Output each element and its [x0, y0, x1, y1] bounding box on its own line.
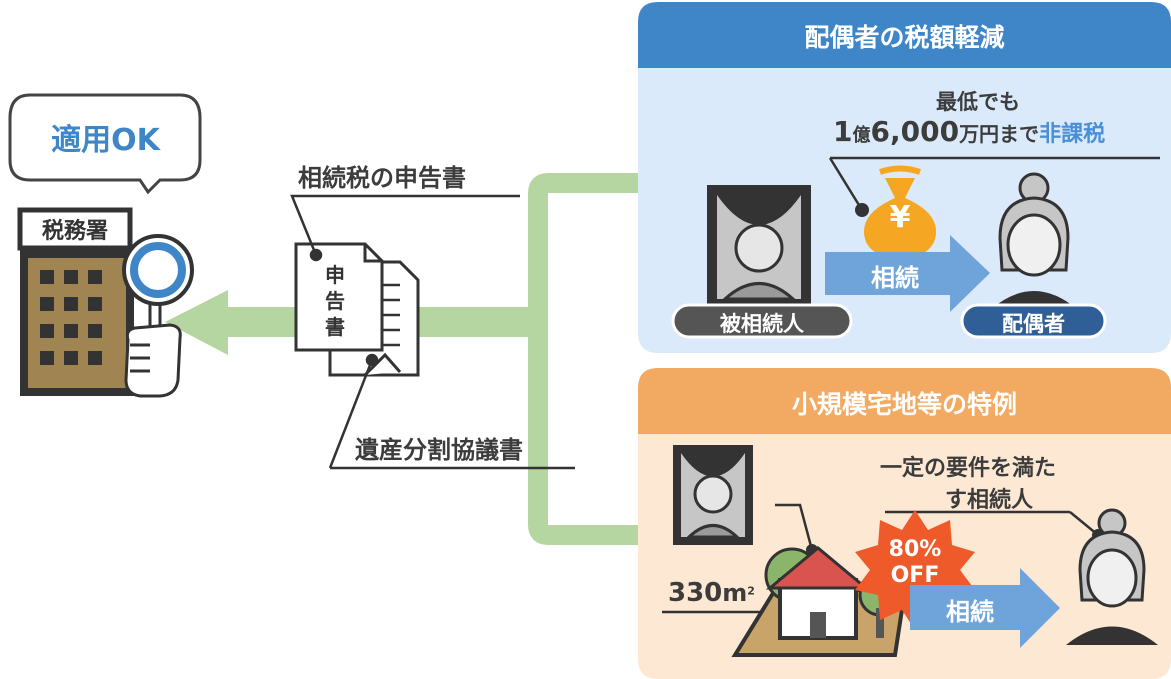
- area-label: 330m2: [668, 578, 755, 608]
- discount-percent: 80%: [888, 537, 942, 562]
- inheritance-arrow-top-label: 相続: [871, 264, 919, 292]
- spouse-label: 配偶者: [1002, 312, 1065, 336]
- speech-bubble-text: 適用OK: [51, 123, 160, 158]
- green-connector: [165, 173, 640, 545]
- spouse-min-label: 最低でも: [936, 90, 1020, 114]
- money-bag-icon: [863, 165, 937, 258]
- land-panel-title: 小規模宅地等の特例: [791, 390, 1017, 419]
- division-agreement-label: 遺産分割協議書: [355, 436, 523, 464]
- amount-prefix: 1: [833, 115, 853, 148]
- amount-number: 6,000: [870, 115, 960, 148]
- heir-line1: 一定の要件を満た: [880, 456, 1057, 481]
- amount-highlight: 非課税: [1039, 122, 1106, 147]
- amount-oku: 億: [852, 125, 871, 146]
- heir-figure-icon: [1066, 508, 1158, 645]
- tax-return-label: 相続税の申告書: [298, 164, 466, 192]
- spouse-amount: 1億6,000万円まで非課税: [833, 115, 1105, 148]
- ok-paddle-icon: [122, 234, 194, 398]
- area-unit: m: [722, 579, 748, 607]
- label-pills: [671, 303, 1107, 339]
- discount-badge-text: 80% OFF: [872, 537, 958, 589]
- area-value: 330: [668, 578, 723, 608]
- spouse-panel-title: 配偶者の税額軽減: [804, 23, 1005, 52]
- amount-suffix: 万円まで: [959, 122, 1040, 146]
- deceased-portrait-small: [673, 445, 753, 545]
- tax-office-building: [17, 207, 134, 396]
- document-leader-lines: [290, 194, 575, 470]
- speech-bubble: [8, 93, 202, 195]
- inheritance-arrow-bottom-label: 相続: [946, 598, 994, 626]
- inheritance-arrow-bottom: [910, 568, 1060, 648]
- inheritance-arrow-top: [825, 235, 990, 312]
- deceased-label: 被相続人: [720, 312, 804, 336]
- yen-symbol: ¥: [889, 200, 911, 235]
- heir-line2: す相続人: [945, 488, 1034, 513]
- green-arrow-to-office: [165, 290, 405, 355]
- tax-return-doc-text: 申告書: [325, 263, 345, 339]
- discount-off: OFF: [890, 563, 940, 588]
- deceased-portrait: [707, 185, 811, 309]
- area-unit-sup: 2: [747, 584, 755, 598]
- tax-office-sign: 税務署: [41, 219, 108, 244]
- tax-return-document-icon: [294, 242, 420, 377]
